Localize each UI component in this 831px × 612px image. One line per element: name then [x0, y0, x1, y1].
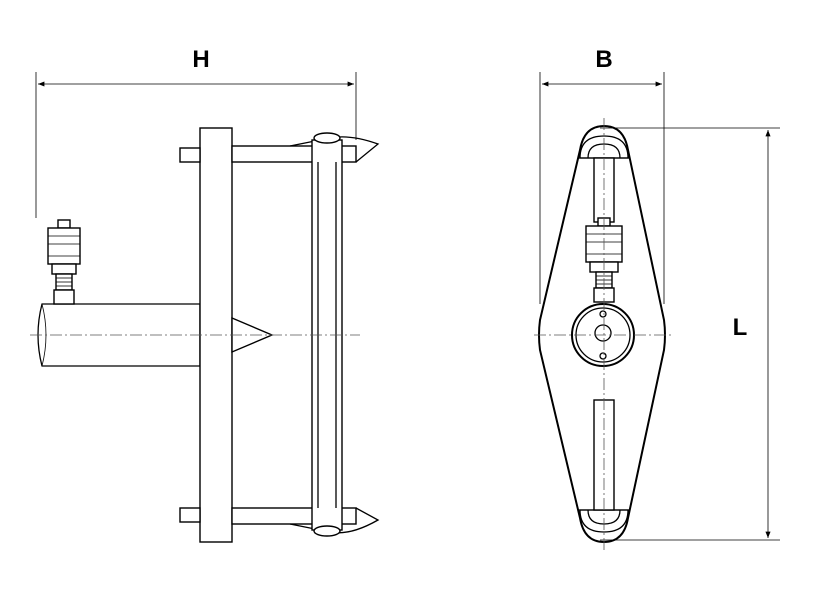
- plate-stop-bottom: [179, 507, 201, 523]
- dimension-h-label: H: [192, 46, 209, 73]
- dimension-l: L: [600, 127, 780, 541]
- hydraulic-coupler-side: [47, 219, 81, 305]
- side-view: H: [30, 46, 380, 543]
- front-view: B L: [534, 46, 780, 550]
- dimension-l-label: L: [733, 314, 748, 341]
- dimension-b: B: [539, 46, 665, 304]
- dimension-h: H: [35, 46, 357, 218]
- dimension-b-label: B: [595, 46, 612, 73]
- plate-stop-top: [179, 147, 201, 163]
